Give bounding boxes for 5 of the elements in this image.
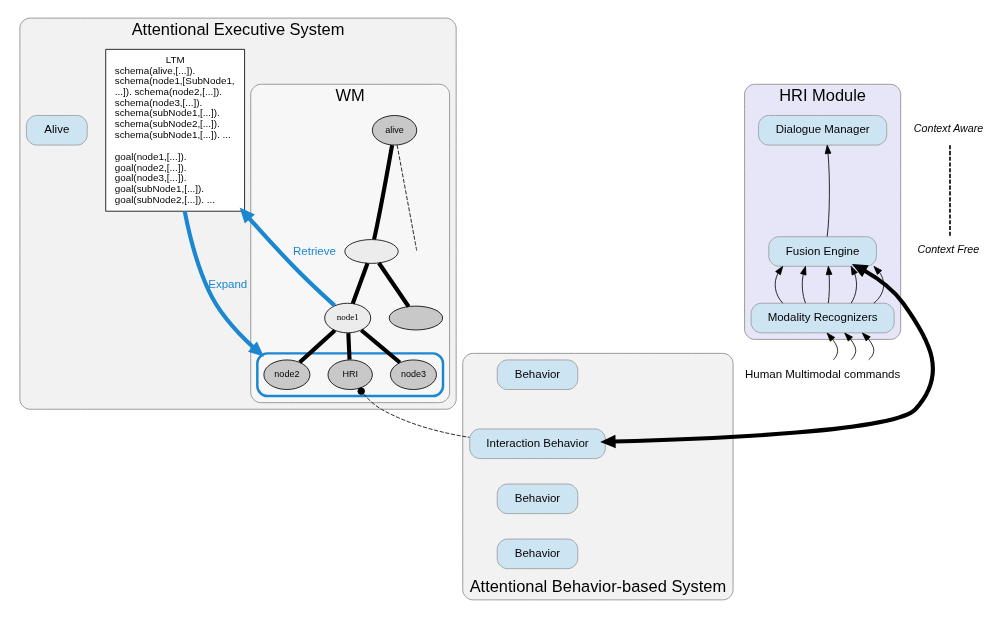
label: Context Aware	[913, 122, 983, 135]
node-text: Human Multimodal commands	[744, 367, 900, 380]
label: Context Free	[917, 243, 979, 256]
edge-label: Expand	[207, 277, 247, 290]
edge-label: Retrieve	[292, 244, 336, 257]
